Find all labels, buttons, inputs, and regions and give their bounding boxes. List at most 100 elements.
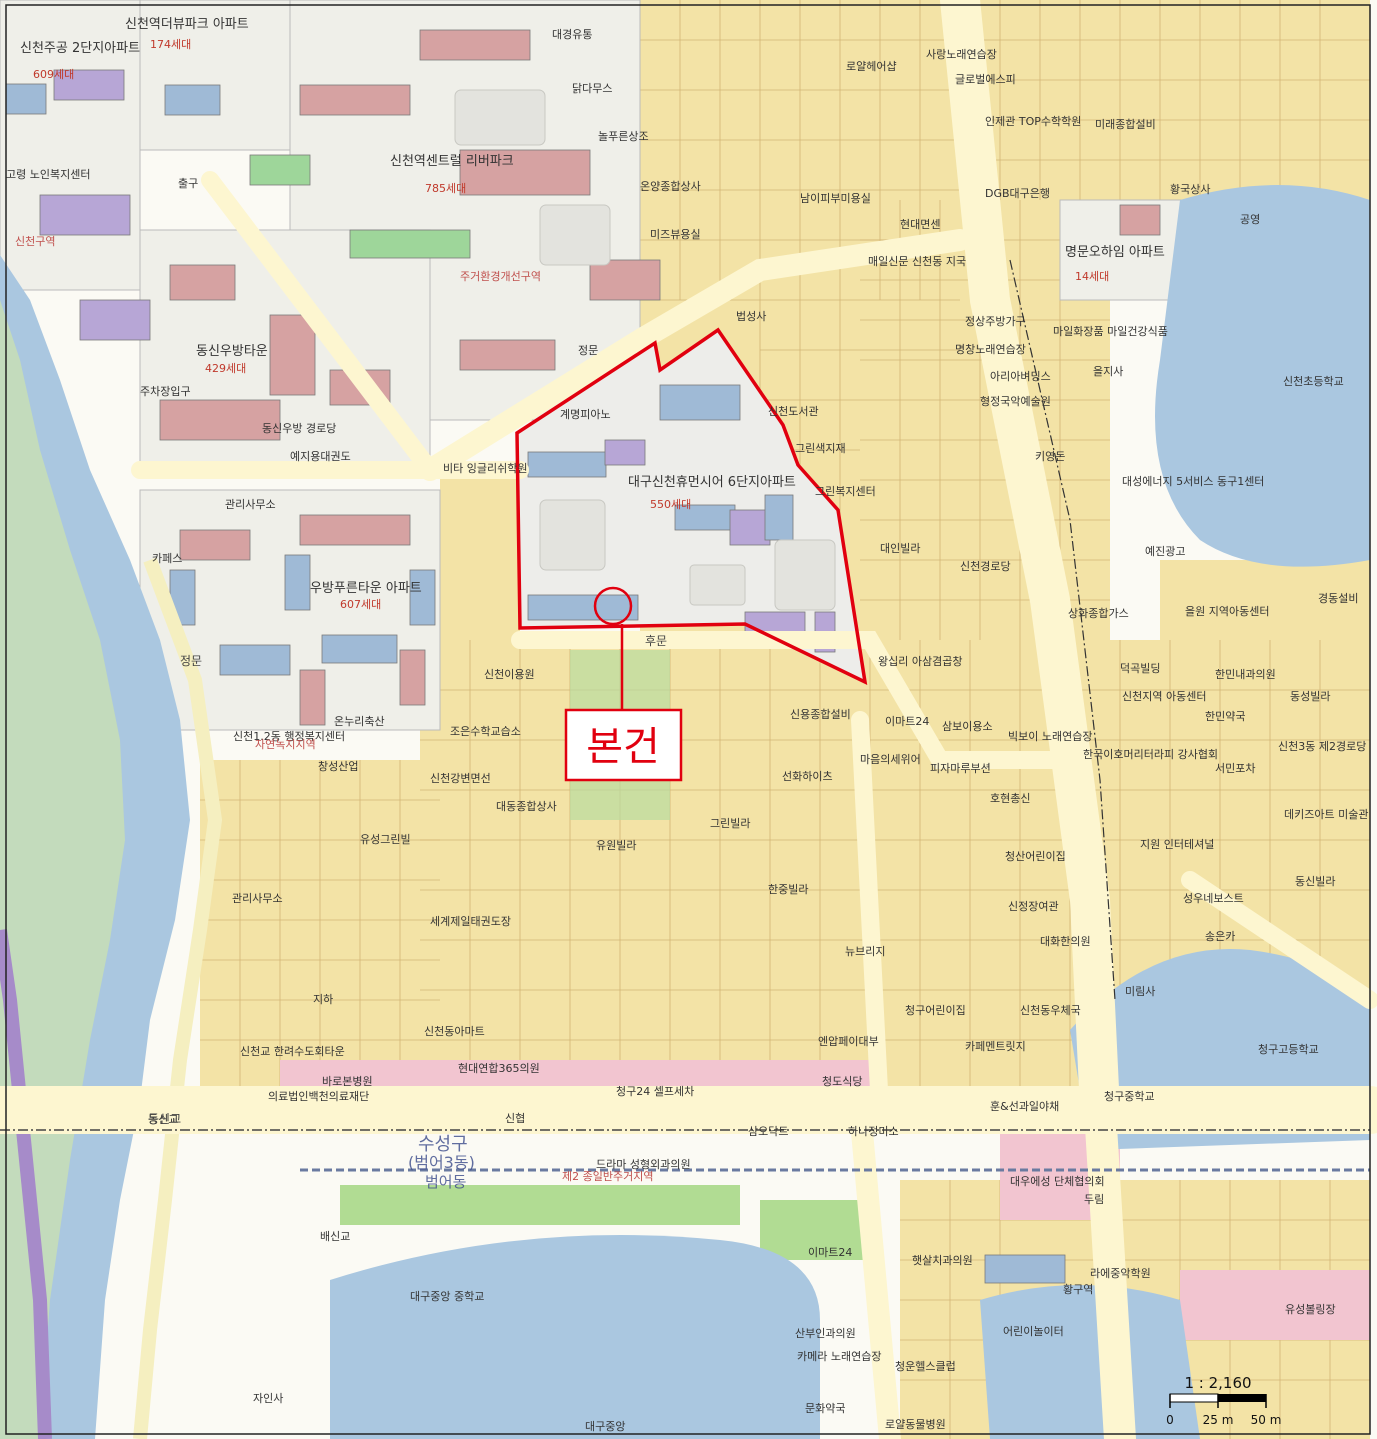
place-68: 그린빌라 [710,817,750,830]
place-36: 로얄헤어샵 [846,59,897,73]
place-labels: 고령 노인복지센터 동신우방 경로당 예지용대권도 관리사무소 카페스 비타 잉… [6,28,1368,1433]
apt-hh-1: 609세대 [33,68,74,81]
place-37: 사랑노래연습장 [926,48,997,61]
apt-label-4: 우방푸른타운 아파트 [310,581,422,596]
place-72: 신천동우체국 [1020,1003,1081,1017]
place-22: 신천교 한려수도회타운 [240,1044,345,1058]
place-6: 계명피아노 [560,408,611,421]
place-31: 온양종합상사 [640,180,701,193]
district-0: 수성구 [418,1134,468,1155]
place-21: 신천동아마트 [424,1024,485,1038]
place-80: 미림사 [1125,985,1155,998]
scale-tick-0: 0 [1166,1413,1174,1427]
place-46: 신천도서관 [768,404,819,418]
place-2: 예지용대권도 [290,450,351,463]
subject-site-outline[interactable] [515,327,868,686]
place-118: 지하 [313,992,333,1006]
place-91: 한민내과의원 [1215,668,1276,681]
place-90: 덕곡빌딩 [1120,662,1160,675]
place-50: 아리아벼딩스 [990,370,1051,383]
place-44: 현대면센 [900,218,940,231]
riverside-road [133,557,223,1439]
place-52: 키영돈 [1035,450,1065,463]
place-114: 문화약국 [805,1401,845,1415]
place-120: 황구역 [1063,1283,1093,1296]
place-96: 서민포차 [1215,762,1255,775]
subject-label: 본건 [586,724,660,770]
place-27: 신협 [505,1112,525,1125]
place-111: 청운헬스클럽 [895,1359,956,1373]
place-26: 청구24 셀프세차 [616,1085,694,1098]
parking-lots [454,89,836,611]
subject-label-box[interactable] [564,708,683,782]
place-60: 빅보이 노래연습장 [1008,730,1092,743]
place-43: 매일신문 신천동 지국 [868,254,966,268]
place-116: 두림 [1084,1193,1104,1206]
place-35: 대경유통 [552,28,592,41]
place-8: 출구 [178,177,198,190]
place-4: 카페스 [152,552,182,565]
place-41: DGB대구은행 [985,187,1050,200]
place-119: 관리사무소 [232,892,283,905]
place-11: 신천1.2동 행정복지센터 [233,729,345,743]
place-88: 경동설비 [1318,592,1358,605]
place-112: 카메라 노래연습장 [797,1350,881,1363]
place-109: 라에중악학원 [1090,1267,1151,1280]
place-34: 닭다무스 [572,82,612,95]
place-17: 유원빌라 [596,839,636,852]
apt-hh-3: 429세대 [205,362,246,375]
place-1: 동신우방 경로당 [262,422,336,435]
place-92: 신천지역 아동센터 [1122,689,1206,703]
place-100: 송은카 [1205,930,1235,943]
place-65: 마음의세위어 [860,753,921,766]
zone-2: 주거환경개선구역 [460,270,541,283]
place-107: 산부인과의원 [795,1327,856,1340]
place-76: 훈&선과일야채 [990,1099,1059,1113]
place-28: 드라마 성형외과의원 [596,1158,691,1171]
road-0: 동신교 [148,1112,181,1126]
zone-3: 신천구역 [15,234,55,248]
apartment-labels: 신천역더뷰파크 아파트 174세대 신천주공 2단지아파트 609세대 신천역센… [20,17,1165,611]
apt-hh-0: 174세대 [150,38,191,51]
place-106: 이마트24 [808,1246,852,1259]
lower-stream [330,1235,820,1439]
place-45: 법성사 [736,310,766,323]
place-86: 황국상사 [1170,183,1210,196]
place-93: 한민약국 [1205,709,1245,723]
place-61: 피자마루부션 [930,762,991,775]
place-64: 한국이호머리터라피 강사협회 [1083,748,1218,761]
place-33: 미즈뷰용실 [650,228,701,241]
place-15: 신천강변면선 [430,771,491,785]
road-2: 후문 [645,634,667,648]
place-32: 놀푸른상조 [598,130,649,143]
place-16: 대동종합상사 [496,800,557,813]
place-18: 유성그린빌 [360,833,411,846]
place-75: 청도식당 [822,1075,862,1088]
place-58: 이마트24 [885,715,929,728]
apt-label-6: 명문오하임 아파트 [1065,245,1165,260]
green-zones [340,650,870,1260]
bottom-pond [980,1285,1200,1439]
place-0: 고령 노인복지센터 [6,168,90,181]
place-69: 한중빌라 [768,883,808,896]
place-79: 신정장여관 [1008,900,1059,913]
zone-1: 자연녹지지역 [255,738,316,751]
place-108: 햇살치과의원 [912,1254,973,1267]
place-48: 명창노래연습장 [955,343,1026,356]
place-53: 그린복지센터 [815,485,876,498]
road-1: 정문 [180,654,202,668]
scale-tick-2: 50 m [1251,1413,1282,1427]
place-67: 선화하이츠 [782,769,833,783]
place-40: 미래종합설비 [1095,118,1156,131]
place-13: 조은수학교습소 [450,725,521,738]
subject-marker-circle[interactable] [593,586,633,626]
place-105: 배신교 [320,1230,350,1243]
place-104: 대구중앙 [585,1420,625,1433]
map-frame [5,4,1371,1435]
place-57: 왕십리 아삼겸곱창 [878,655,962,668]
place-42: 남이피부미용실 [800,192,871,205]
place-97: 데키즈아트 미술관 [1284,808,1368,821]
place-66: 신용종합설비 [790,708,851,721]
scale-tick-1: 25 m [1203,1413,1234,1427]
